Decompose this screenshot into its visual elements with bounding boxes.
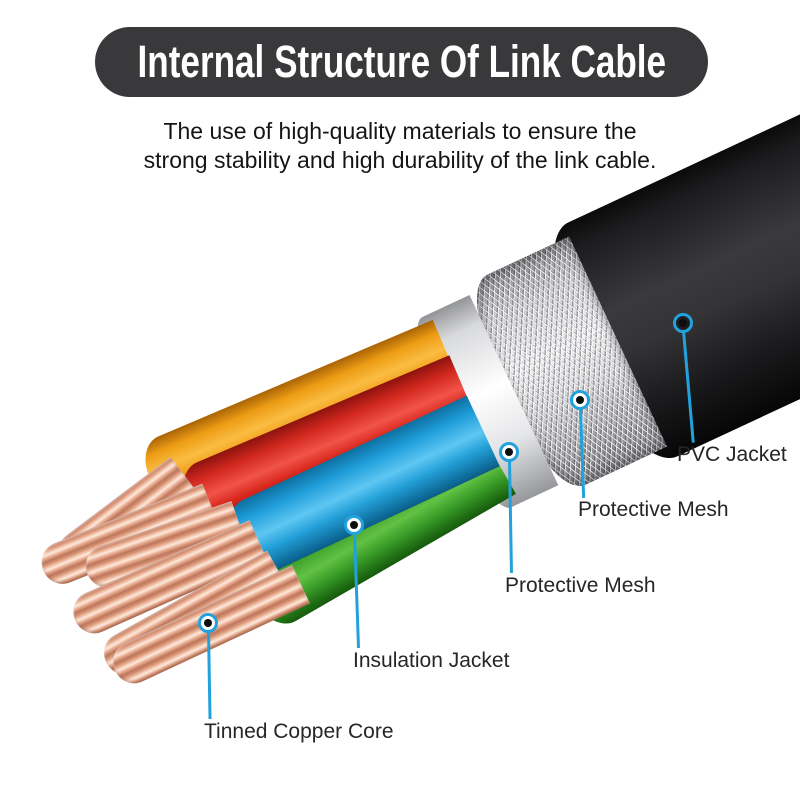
subtitle-line1: The use of high-quality materials to ens… [163,118,637,144]
callout-label: Protective Mesh [505,574,656,597]
subtitle-line2: strong stability and high durability of … [143,147,657,173]
callout-label: Tinned Copper Core [204,720,394,743]
callout-label: Protective Mesh [578,498,729,521]
page-title: Internal Structure Of Link Cable [137,36,666,87]
callout-label: PVC Jacket [677,443,787,466]
callout-label: Insulation Jacket [353,649,510,672]
callout-dot [570,390,590,410]
subtitle: The use of high-quality materials to ens… [0,117,800,175]
title-banner: Internal Structure Of Link Cable [95,27,708,97]
